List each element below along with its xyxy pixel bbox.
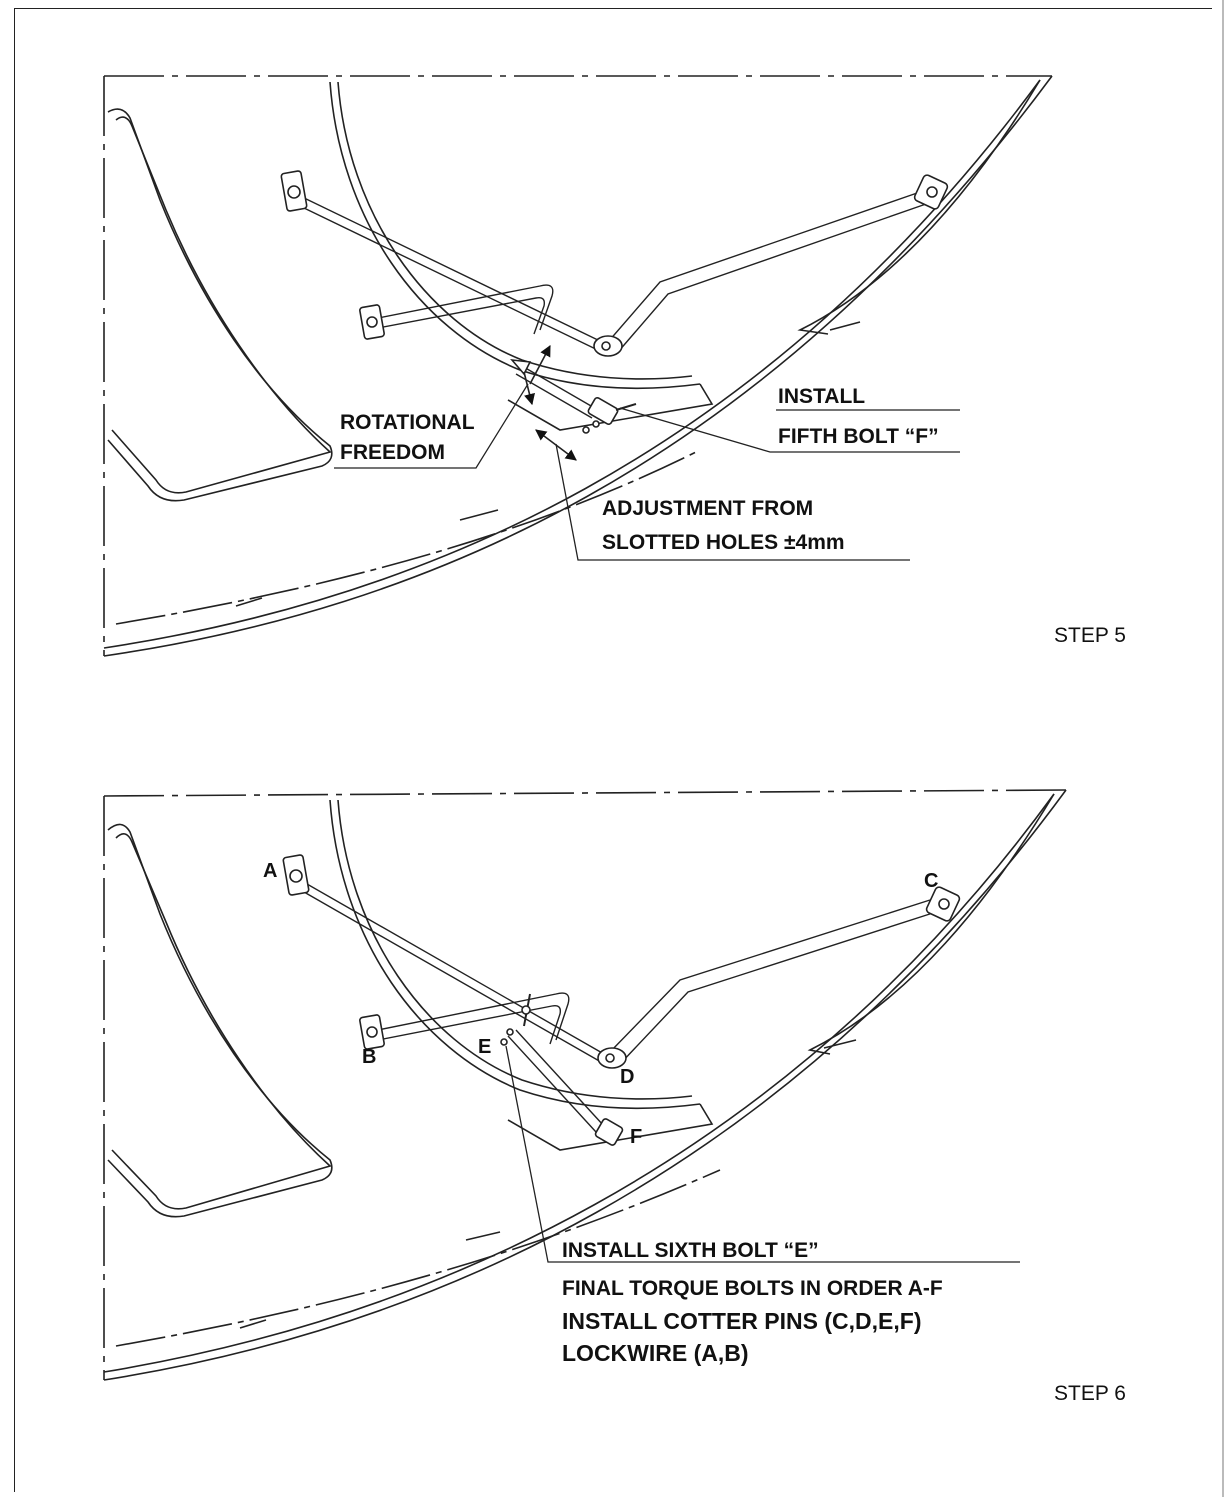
step6-label: STEP 6 — [1054, 1382, 1126, 1405]
step5-adjust-leader — [555, 443, 910, 561]
step6-window-cutout — [107, 823, 333, 1218]
step6-outer-skin — [103, 789, 1067, 1381]
step6-note-line2: FINAL TORQUE BOLTS IN ORDER A-F — [562, 1277, 943, 1300]
point-b-label: B — [362, 1046, 377, 1068]
step6-strut-b — [377, 992, 570, 1045]
point-c-label: C — [924, 870, 939, 892]
point-d-label: D — [620, 1066, 635, 1088]
install-fifth-bolt-label-line2: FIFTH BOLT “F” — [778, 425, 939, 448]
step5-strut-b — [377, 284, 554, 335]
step6-strut-d-c — [609, 899, 937, 1065]
step6-strut-e-f — [507, 1029, 605, 1133]
step5-rotation-arrow-up — [529, 345, 551, 385]
rotational-freedom-label-line2: FREEDOM — [340, 441, 445, 464]
step5-view — [103, 75, 1053, 657]
point-f-label: F — [630, 1126, 643, 1148]
step6-note-line1: INSTALL SIXTH BOLT “E” — [562, 1239, 819, 1262]
point-e-label: E — [478, 1036, 492, 1058]
step5-strut-d-c — [607, 191, 927, 353]
point-a-label: A — [263, 860, 278, 882]
page-frame — [14, 8, 1212, 1492]
step6-frame-arc — [329, 799, 701, 1110]
step5-outer-skin — [103, 75, 1053, 657]
step5-window-cutout — [107, 108, 333, 502]
step5-bracket-f — [587, 397, 619, 425]
adjustment-label-line1: ADJUSTMENT FROM — [602, 497, 814, 520]
step6-note-line4: LOCKWIRE (A,B) — [562, 1340, 749, 1366]
step5-bolt-f — [615, 403, 637, 411]
step5-frame-arc — [329, 81, 701, 390]
step5-strut-a-d — [299, 195, 607, 355]
step6-top-centerline — [103, 789, 1067, 797]
step5-install-leader — [619, 407, 960, 453]
page-edge-rule — [1222, 0, 1224, 1497]
step6-note-line3: INSTALL COTTER PINS (C,D,E,F) — [562, 1308, 922, 1334]
step6-notes-leader — [505, 1045, 1020, 1263]
step5-rotational-leader — [334, 383, 529, 469]
step6-view — [103, 789, 1067, 1381]
step5-rotation-arrow-down — [523, 371, 535, 406]
install-fifth-bolt-label-line1: INSTALL — [778, 385, 866, 408]
adjustment-label-line2: SLOTTED HOLES ±4mm — [602, 531, 845, 554]
step6-bracket-f — [594, 1118, 624, 1146]
step5-inner-centerline — [115, 449, 701, 625]
step5-label: STEP 5 — [1054, 624, 1126, 647]
step5-strut-f — [515, 365, 599, 419]
rotational-freedom-label-line1: ROTATIONAL — [340, 411, 475, 434]
